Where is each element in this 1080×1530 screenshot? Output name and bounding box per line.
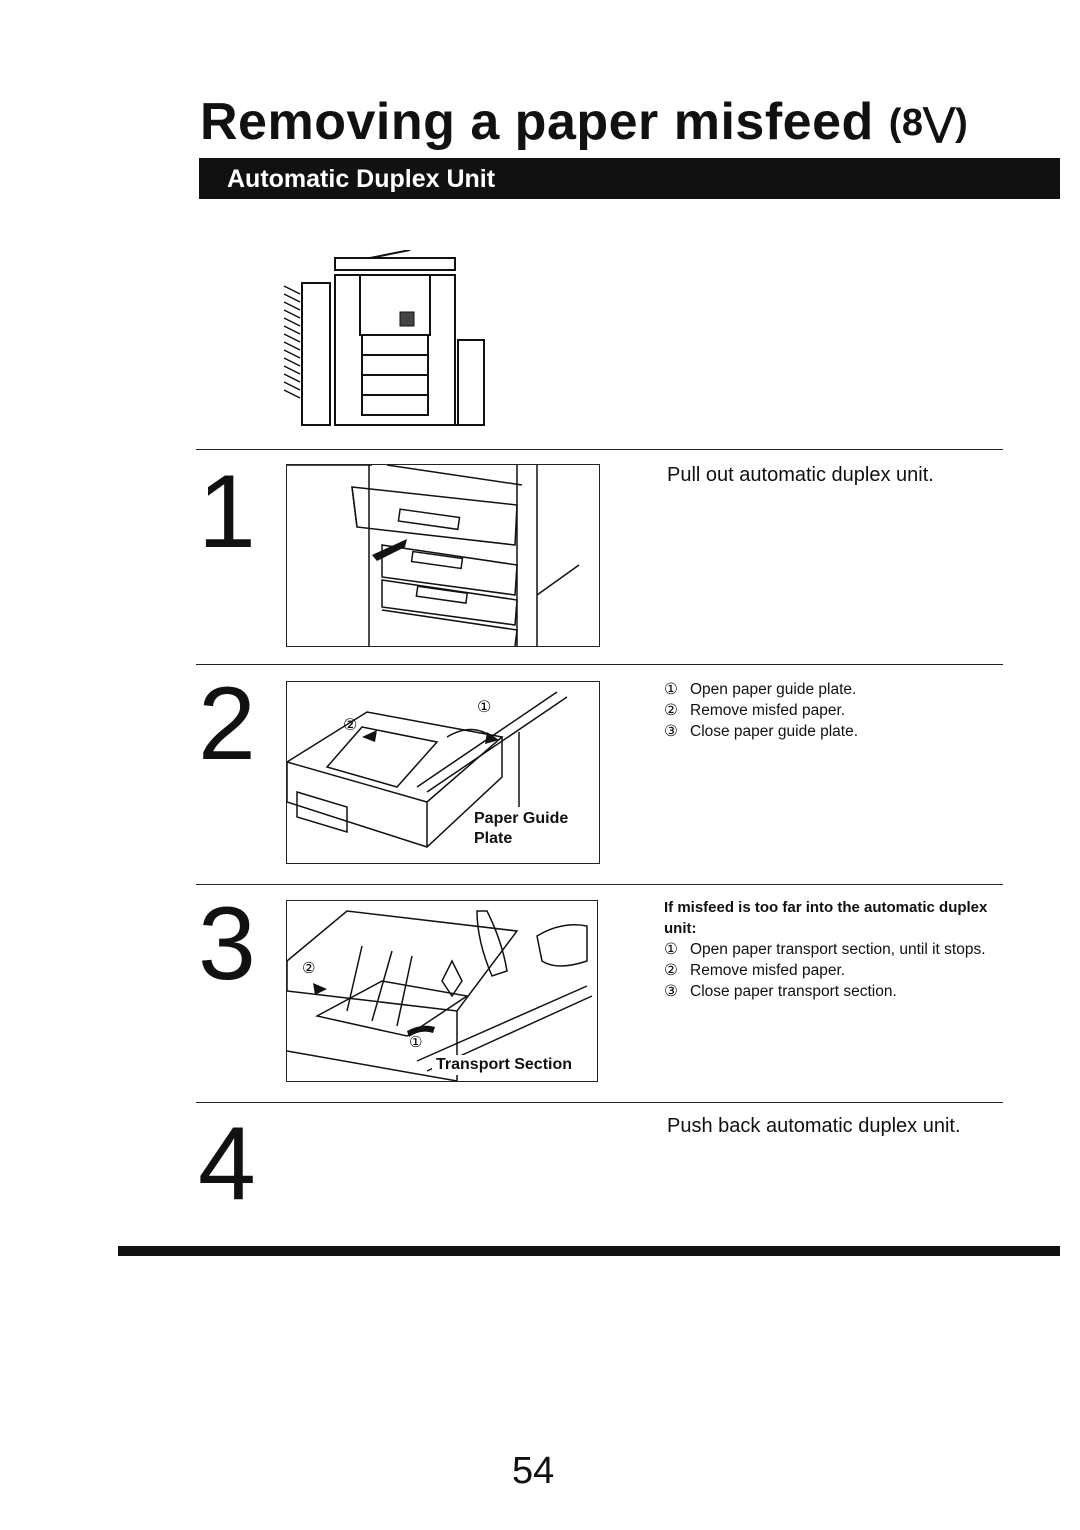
paper-guide-label-line2: Plate (474, 830, 513, 847)
step-divider (196, 449, 1003, 450)
instruction-item: ② Remove misfed paper. (664, 700, 858, 721)
paper-guide-plate-label: Paper Guide Plate (474, 809, 568, 849)
section-banner: Automatic Duplex Unit (199, 158, 1060, 199)
step-3-figure: ② ① (286, 900, 598, 1082)
item-text: Close paper guide plate. (690, 723, 859, 740)
step-3-instructions: If misfeed is too far into the automatic… (664, 897, 994, 1002)
machine-overview-illustration (280, 250, 490, 430)
section-banner-label: Automatic Duplex Unit (227, 165, 496, 193)
figure-marker-1: ① (409, 1033, 422, 1051)
item-marker: ① (664, 941, 678, 958)
item-text: Close paper transport section. (690, 983, 897, 1000)
item-text: Remove misfed paper. (690, 702, 846, 719)
paper-guide-label-line1: Paper Guide (474, 810, 569, 827)
item-marker: ③ (664, 983, 678, 1000)
figure-marker-2: ② (343, 715, 357, 734)
figure-marker-1: ① (477, 697, 491, 716)
step-number: 1 (198, 454, 256, 570)
item-marker: ③ (664, 723, 678, 740)
step-divider (196, 664, 1003, 665)
figure-marker-2: ② (302, 959, 315, 977)
step-2-instructions: ① Open paper guide plate. ② Remove misfed … (664, 679, 858, 742)
misfeed-symbol: (8⋁) (888, 102, 969, 144)
item-text: Open paper transport section, until it s… (690, 941, 986, 958)
page-title: Removing a paper misfeed (8⋁) (200, 92, 968, 152)
instruction-item: ③ Close paper transport section. (664, 981, 994, 1002)
step-divider (196, 884, 1003, 885)
step-2-figure: ① ② (286, 681, 600, 864)
step-1-instruction: Pull out automatic duplex unit. (667, 464, 934, 486)
page-number: 54 (512, 1450, 555, 1492)
step-number: 2 (198, 666, 256, 782)
step-3-note-title: If misfeed is too far into the automatic… (664, 899, 988, 937)
instruction-item: ① Open paper guide plate. (664, 679, 858, 700)
instruction-item: ② Remove misfed paper. (664, 960, 994, 981)
step-4-instruction: Push back automatic duplex unit. (667, 1115, 961, 1137)
item-marker: ② (664, 702, 678, 719)
step-number: 4 (198, 1106, 256, 1222)
page-title-text: Removing a paper misfeed (200, 93, 874, 151)
item-text: Open paper guide plate. (690, 681, 857, 698)
item-marker: ① (664, 681, 678, 698)
transport-section-label: Transport Section (432, 1055, 577, 1075)
step-number: 3 (198, 886, 256, 1002)
item-text: Remove misfed paper. (690, 962, 846, 979)
instruction-item: ③ Close paper guide plate. (664, 721, 858, 742)
instruction-item: ① Open paper transport section, until it … (664, 939, 994, 960)
step-divider (196, 1102, 1003, 1103)
step-1-figure (286, 464, 600, 647)
item-marker: ② (664, 962, 678, 979)
bottom-rule (118, 1246, 1060, 1256)
